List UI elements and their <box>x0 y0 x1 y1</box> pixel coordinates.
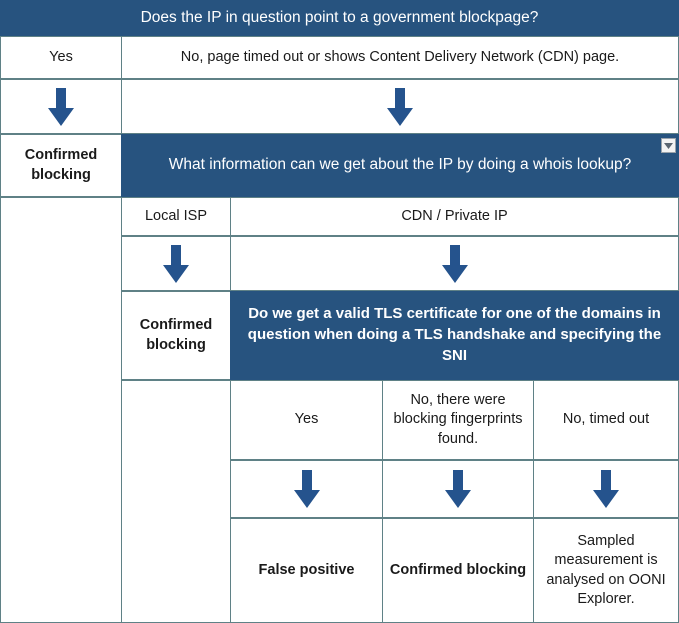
left-spacer-cell <box>0 197 122 623</box>
level3-answer-timed-out: No, timed out <box>533 380 679 460</box>
level2-answer-local-isp: Local ISP <box>121 197 231 236</box>
down-arrow-icon <box>540 463 672 515</box>
down-arrow-icon <box>128 82 672 131</box>
level3-spacer-cell <box>121 380 231 623</box>
level2-answer-cdn-private-ip: CDN / Private IP <box>230 197 679 236</box>
down-arrow-icon <box>237 463 376 515</box>
down-arrow-icon <box>237 239 672 288</box>
level2-outcome-confirmed-blocking: Confirmed blocking <box>121 291 231 380</box>
level3-outcome-confirmed-blocking: Confirmed blocking <box>382 518 534 623</box>
level3-arrow-yes-cell <box>230 460 383 518</box>
level1-answer-yes: Yes <box>0 36 122 79</box>
level1-outcome-confirmed-blocking: Confirmed blocking <box>0 134 122 197</box>
level1-arrow-yes-cell <box>0 79 122 134</box>
level2-arrow-cdn-cell <box>230 236 679 291</box>
level1-arrow-no-cell <box>121 79 679 134</box>
level3-answer-yes: Yes <box>230 380 383 460</box>
level3-outcome-false-positive: False positive <box>230 518 383 623</box>
question-1-bar: Does the IP in question point to a gover… <box>0 0 679 36</box>
down-arrow-icon <box>7 82 115 131</box>
level1-answer-no: No, page timed out or shows Content Deli… <box>121 36 679 79</box>
down-arrow-icon <box>389 463 527 515</box>
question-3-bar: Do we get a valid TLS certificate for on… <box>230 291 679 380</box>
level3-outcome-sampled-measurement: Sampled measurement is analysed on OONI … <box>533 518 679 623</box>
down-arrow-icon <box>128 239 224 288</box>
question-2-bar: What information can we get about the IP… <box>121 134 679 197</box>
level3-arrow-timed-out-cell <box>533 460 679 518</box>
level3-arrow-fingerprints-cell <box>382 460 534 518</box>
level2-arrow-local-isp-cell <box>121 236 231 291</box>
chevron-down-icon[interactable] <box>661 138 676 153</box>
level3-answer-fingerprints: No, there were blocking fingerprints fou… <box>382 380 534 460</box>
